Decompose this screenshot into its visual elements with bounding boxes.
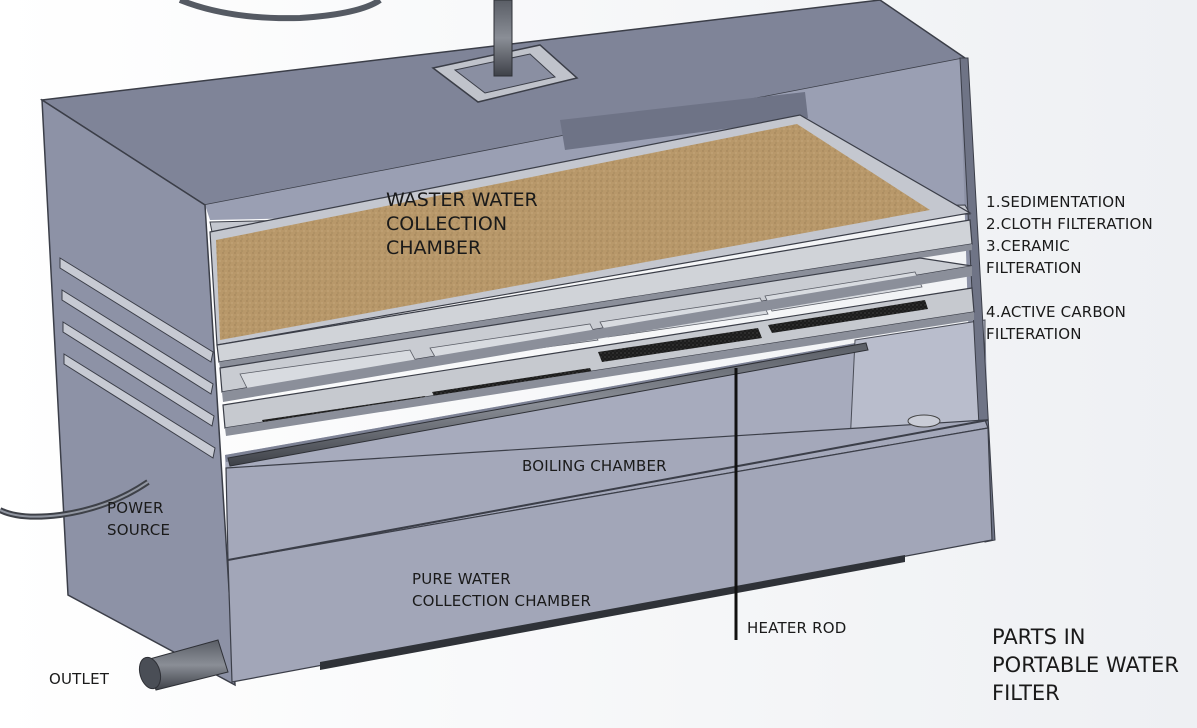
pure-chamber-label-2: COLLECTION CHAMBER (412, 592, 592, 610)
diagram-title-2: PORTABLE WATER (992, 653, 1179, 677)
inlet-pipe (493, 0, 513, 77)
chamber-divider (227, 419, 989, 561)
carbon-edge (225, 312, 974, 436)
waste-chamber-label-2: COLLECTION (386, 213, 508, 235)
filter-layer-3a: 3.CERAMIC (986, 237, 1070, 255)
filter-layer-3b: FILTERATION (986, 259, 1082, 277)
outlet-label: OUTLET (49, 670, 110, 688)
ceramic-edge (222, 266, 972, 402)
diagram-title-3: FILTER (992, 681, 1060, 705)
power-source-label-2: SOURCE (107, 521, 171, 539)
drain-port (907, 414, 941, 428)
base-lip (320, 555, 905, 670)
boiling-chamber-label: BOILING CHAMBER (522, 457, 667, 475)
sand-layer (216, 124, 930, 340)
carbon-pad-3 (598, 328, 762, 362)
heater-rod (227, 342, 869, 467)
box-back-shadow (560, 92, 808, 150)
filter-layer-2: 2.CLOTH FILTERATION (986, 215, 1153, 233)
side-vents (59, 257, 216, 459)
filter-layer-4b: FILTERATION (986, 325, 1082, 343)
waste-chamber-label-1: WASTER WATER (386, 189, 538, 211)
filter-layer-4a: 4.ACTIVE CARBON (986, 303, 1127, 321)
cloth-filter-edge (219, 244, 972, 368)
pure-chamber-label-1: PURE WATER (412, 570, 511, 588)
heater-rod-label: HEATER ROD (747, 619, 847, 637)
diagram-title-1: PARTS IN (992, 625, 1086, 649)
outlet-pipe (138, 639, 229, 691)
filter-layer-1: 1.SEDIMENTATION (986, 193, 1126, 211)
carbon-pad-4 (768, 300, 928, 333)
waste-chamber-label-3: CHAMBER (386, 237, 482, 259)
power-cable-top (178, 0, 382, 22)
box-left-face (41, 98, 236, 687)
power-source-label-1: POWER (107, 499, 164, 517)
